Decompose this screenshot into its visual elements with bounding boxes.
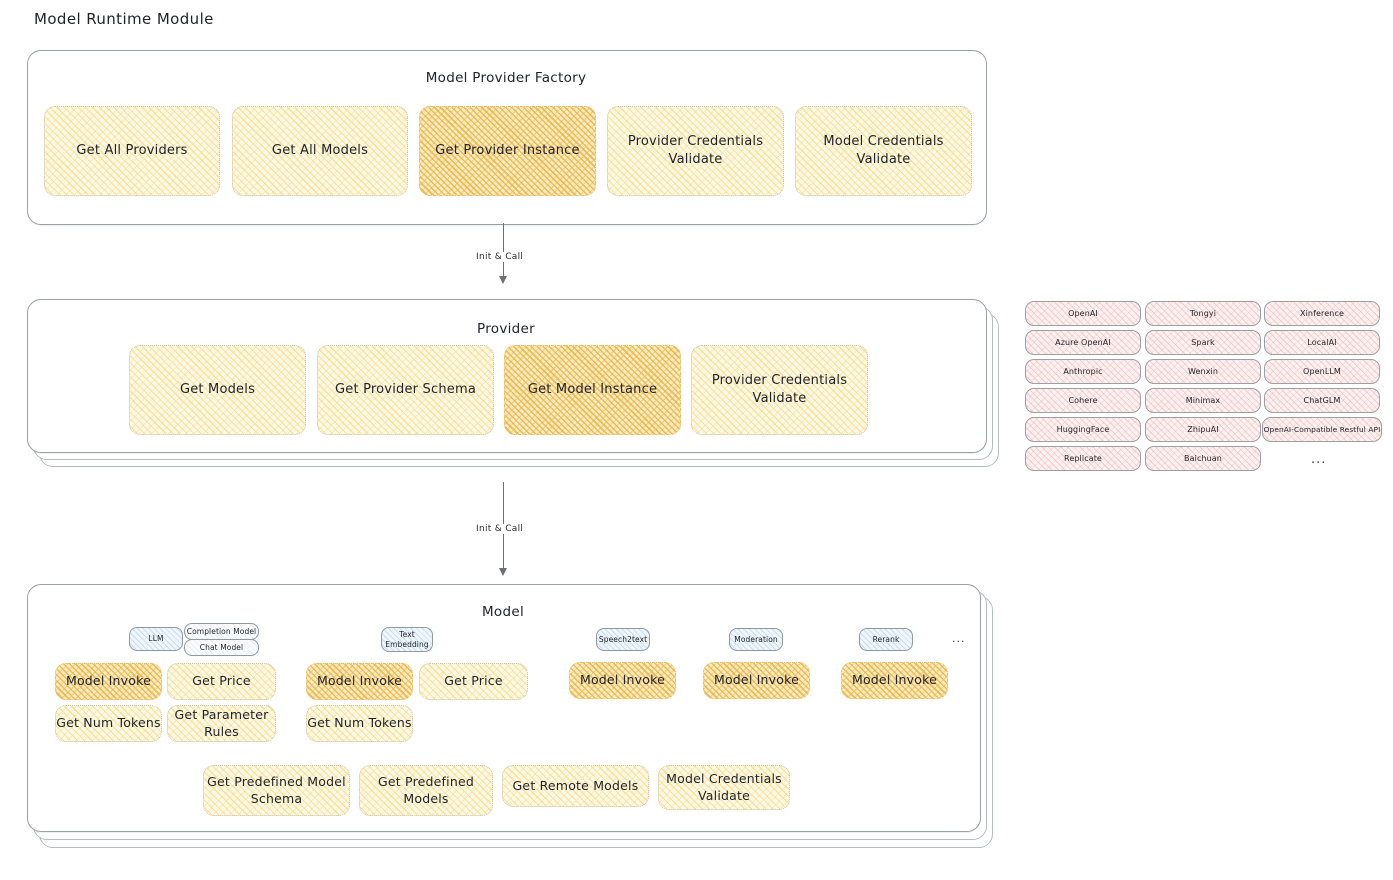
text-embedding-method-get-num-tokens[interactable]: Get Num Tokens [306, 705, 413, 742]
provider-chip-xinference[interactable]: Xinference [1264, 301, 1380, 326]
provider-title: Provider [477, 321, 535, 337]
page-title: Model Runtime Module [34, 10, 214, 28]
text-embedding-method-model-invoke[interactable]: Model Invoke [306, 663, 413, 700]
llm-method-get-parameter-rules[interactable]: Get Parameter Rules [167, 705, 276, 742]
model-common-get-predefined-model-schema[interactable]: Get Predefined Model Schema [203, 765, 350, 816]
model-type-badge-llm[interactable]: LLM [129, 627, 183, 651]
model-common-model-credentials-validate[interactable]: Model Credentials Validate [658, 765, 790, 810]
provider-chip-spark[interactable]: Spark [1145, 330, 1261, 355]
factory-box-get-all-models[interactable]: Get All Models [232, 106, 408, 196]
provider-chip-chatglm[interactable]: ChatGLM [1264, 388, 1380, 413]
provider-chip-cohere[interactable]: Cohere [1025, 388, 1141, 413]
provider-chip-azure-openai[interactable]: Azure OpenAI [1025, 330, 1141, 355]
arrow-2-head [499, 568, 507, 576]
model-common-get-predefined-models[interactable]: Get Predefined Models [359, 765, 493, 816]
provider-chip-huggingface[interactable]: HuggingFace [1025, 417, 1141, 442]
provider-chip-replicate[interactable]: Replicate [1025, 446, 1141, 471]
rerank-method-model-invoke[interactable]: Model Invoke [841, 662, 948, 699]
provider-box-get-model-instance[interactable]: Get Model Instance [504, 345, 681, 435]
model-type-badge-speech2text[interactable]: Speech2text [596, 628, 650, 651]
model-provider-factory-title: Model Provider Factory [425, 70, 587, 86]
speech2text-method-model-invoke[interactable]: Model Invoke [569, 662, 676, 699]
model-subtype-badge-chat-model[interactable]: Chat Model [184, 639, 259, 656]
provider-list-more: ... [1311, 452, 1327, 467]
factory-box-get-all-providers[interactable]: Get All Providers [44, 106, 220, 196]
model-type-badge-text-embedding[interactable]: Text Embedding [381, 627, 433, 652]
provider-chip-tongyi[interactable]: Tongyi [1145, 301, 1261, 326]
provider-chip-zhipuai[interactable]: ZhipuAI [1145, 417, 1261, 442]
text-embedding-method-get-price[interactable]: Get Price [419, 663, 528, 700]
model-type-badge-moderation[interactable]: Moderation [729, 628, 783, 651]
provider-box-get-provider-schema[interactable]: Get Provider Schema [317, 345, 494, 435]
factory-box-model-credentials-validate[interactable]: Model Credentials Validate [795, 106, 972, 196]
factory-box-get-provider-instance[interactable]: Get Provider Instance [419, 106, 596, 196]
model-type-badge-rerank[interactable]: Rerank [859, 628, 913, 651]
llm-method-get-price[interactable]: Get Price [167, 663, 276, 700]
arrow-1-label: Init & Call [472, 252, 528, 262]
provider-chip-openai-compatible-restful-api[interactable]: OpenAI-Compatible Restful API [1262, 417, 1382, 442]
factory-box-provider-credentials-validate[interactable]: Provider Credentials Validate [607, 106, 784, 196]
model-subtype-badge-completion-model[interactable]: Completion Model [184, 623, 259, 640]
provider-chip-minimax[interactable]: Minimax [1145, 388, 1261, 413]
provider-box-get-models[interactable]: Get Models [129, 345, 306, 435]
llm-method-get-num-tokens[interactable]: Get Num Tokens [55, 705, 162, 742]
moderation-method-model-invoke[interactable]: Model Invoke [703, 662, 810, 699]
provider-chip-openllm[interactable]: OpenLLM [1264, 359, 1380, 384]
arrow-1-head [499, 276, 507, 284]
provider-chip-wenxin[interactable]: Wenxin [1145, 359, 1261, 384]
provider-chip-openai[interactable]: OpenAI [1025, 301, 1141, 326]
model-common-get-remote-models[interactable]: Get Remote Models [502, 765, 649, 807]
llm-method-model-invoke[interactable]: Model Invoke [55, 663, 162, 700]
model-title: Model [481, 604, 525, 620]
arrow-2-label: Init & Call [472, 524, 528, 534]
provider-chip-anthropic[interactable]: Anthropic [1025, 359, 1141, 384]
provider-box-provider-credentials-validate[interactable]: Provider Credentials Validate [691, 345, 868, 435]
provider-chip-baichuan[interactable]: Baichuan [1145, 446, 1261, 471]
model-types-more: ... [952, 632, 966, 645]
provider-chip-localai[interactable]: LocalAI [1264, 330, 1380, 355]
